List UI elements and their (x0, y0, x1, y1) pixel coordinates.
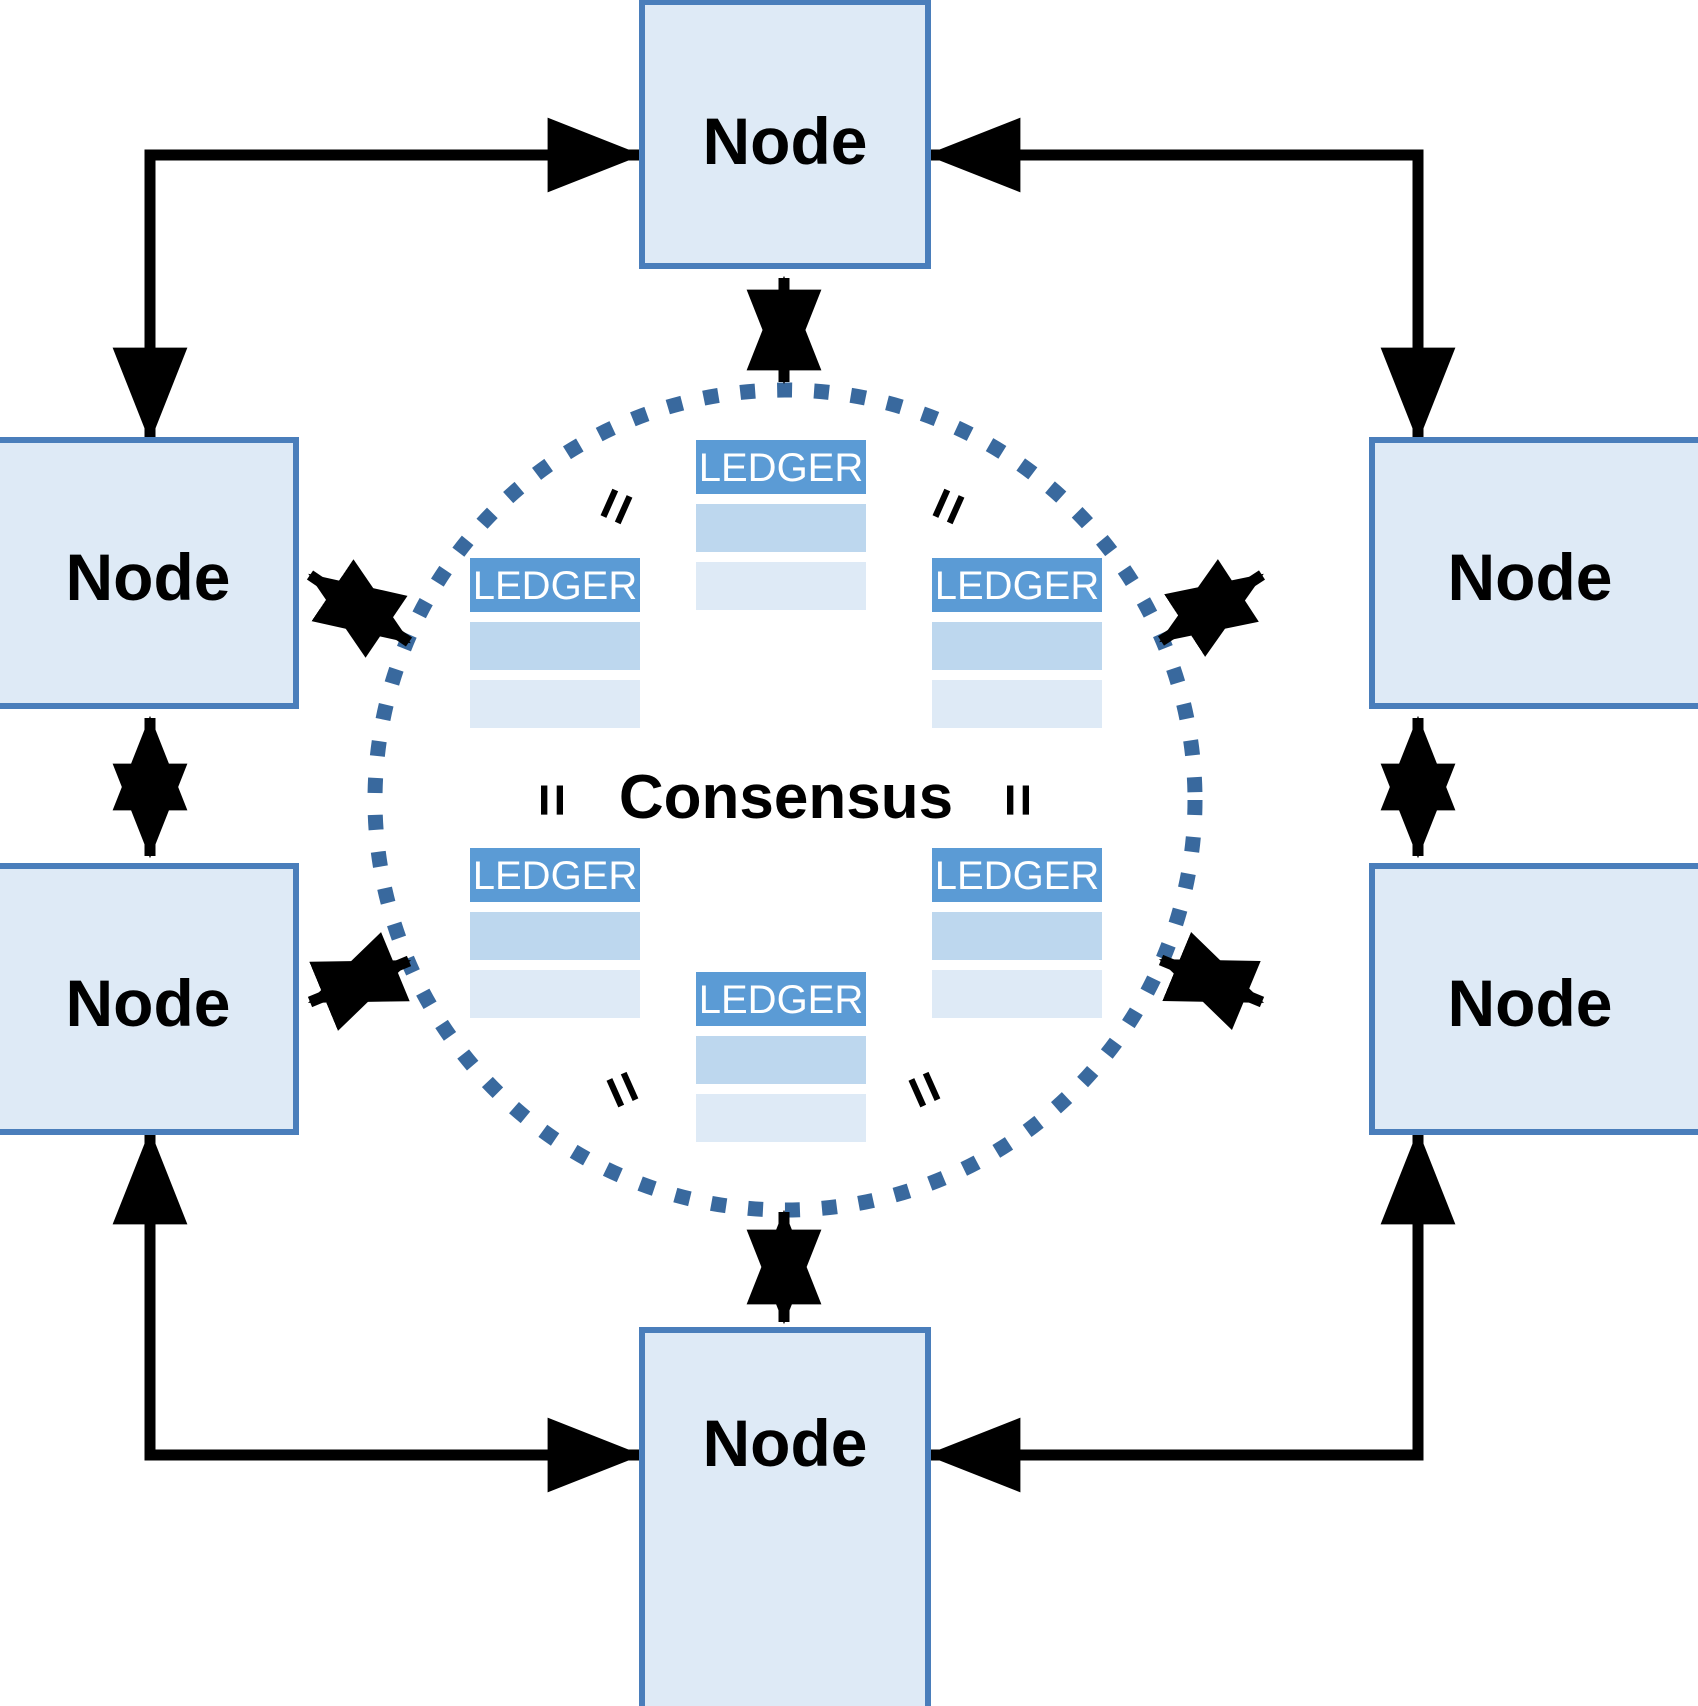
node-right-upper[interactable]: Node (1369, 437, 1698, 709)
ledger-row-mid (932, 912, 1102, 960)
node-left-lower-label: Node (66, 966, 231, 1040)
link-right-lower-to-circle[interactable] (1158, 931, 1265, 1031)
ledger-lower-left-label: LEDGER (473, 854, 638, 898)
node-top-label: Node (703, 104, 868, 178)
ledger-header (696, 972, 866, 1026)
eq-top-right-icon: = (912, 478, 985, 535)
eq-top-left-icon: = (580, 478, 653, 535)
ledger-row-mid (470, 912, 640, 960)
ledger-row-mid (470, 622, 640, 670)
svg-text:=: = (985, 783, 1050, 817)
node-bottom[interactable]: Node (639, 1327, 931, 1706)
node-left-upper-label: Node (66, 540, 231, 614)
ledger-top[interactable]: LEDGER (696, 440, 866, 610)
eq-mid-left-icon: = (519, 783, 584, 817)
ledger-lower-left[interactable]: LEDGER (470, 848, 640, 1018)
ledger-header (696, 440, 866, 494)
svg-text:=: = (912, 478, 985, 535)
link-left-upper-to-circle[interactable] (306, 559, 413, 658)
ledger-row-light (470, 970, 640, 1018)
ledger-row-light (932, 680, 1102, 728)
ledger-row-light (696, 1094, 866, 1142)
eq-bottom-right-icon: = (888, 1061, 961, 1118)
ledger-bottom-label: LEDGER (699, 978, 864, 1022)
ledger-row-light (932, 970, 1102, 1018)
ledger-bottom[interactable]: LEDGER (696, 972, 866, 1142)
svg-text:=: = (888, 1061, 961, 1118)
ledger-upper-left-label: LEDGER (473, 564, 638, 608)
svg-text:=: = (586, 1061, 659, 1118)
ledger-upper-right[interactable]: LEDGER (932, 558, 1102, 728)
node-right-upper-label: Node (1448, 540, 1613, 614)
node-left-upper[interactable]: Node (0, 437, 299, 709)
link-topleft-elbow[interactable] (112, 117, 643, 443)
ledger-row-light (470, 680, 640, 728)
link-topright-elbow[interactable] (925, 117, 1456, 443)
ledger-upper-left[interactable]: LEDGER (470, 558, 640, 728)
svg-text:=: = (519, 783, 584, 817)
ledger-header (470, 558, 640, 612)
ledger-top-label: LEDGER (699, 446, 864, 490)
link-left-lower-to-circle[interactable] (307, 932, 412, 1031)
node-bottom-label: Node (703, 1406, 868, 1480)
eq-bottom-left-icon: = (586, 1061, 659, 1118)
link-bottomright-elbow[interactable] (925, 1129, 1456, 1493)
link-bottomleft-elbow[interactable] (112, 1129, 643, 1493)
ledger-header (932, 558, 1102, 612)
ledger-row-mid (932, 622, 1102, 670)
node-top[interactable]: Node (639, 0, 931, 269)
svg-text:=: = (580, 478, 653, 535)
link-right-upper-to-circle[interactable] (1157, 559, 1266, 657)
node-left-lower[interactable]: Node (0, 863, 299, 1135)
eq-mid-right-icon: = (985, 783, 1050, 817)
ledger-upper-right-label: LEDGER (935, 564, 1100, 608)
ledger-header (932, 848, 1102, 902)
consensus-label: Consensus (619, 763, 953, 832)
ledger-row-light (696, 562, 866, 610)
node-right-lower-label: Node (1448, 966, 1613, 1040)
ledger-lower-right[interactable]: LEDGER (932, 848, 1102, 1018)
node-right-lower[interactable]: Node (1369, 863, 1698, 1135)
ledger-row-mid (696, 504, 866, 552)
ledger-lower-right-label: LEDGER (935, 854, 1100, 898)
ledger-header (470, 848, 640, 902)
ledger-row-mid (696, 1036, 866, 1084)
